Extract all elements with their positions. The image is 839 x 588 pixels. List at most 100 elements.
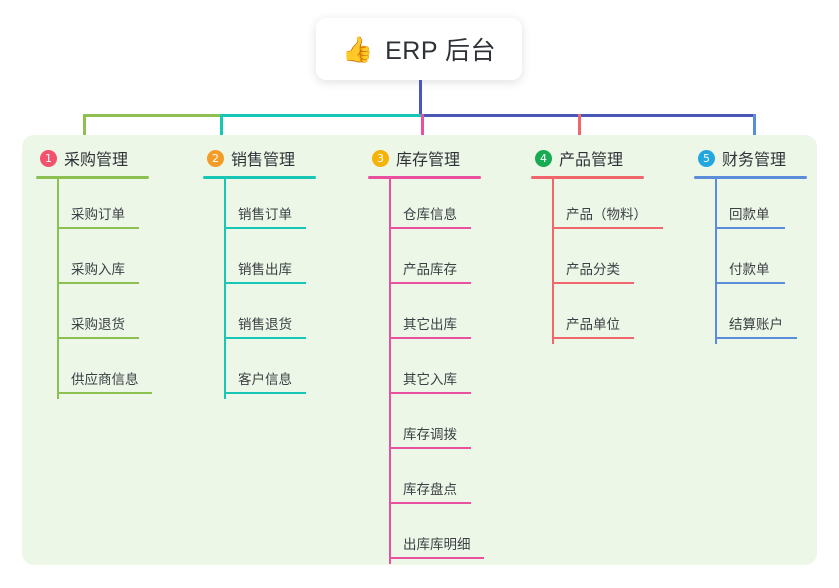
menu-item-rule bbox=[389, 227, 471, 229]
column-spine bbox=[224, 179, 226, 399]
column-2: 2 销售管理销售订单销售出库销售退货客户信息 bbox=[203, 146, 316, 399]
menu-item[interactable]: 结算账户 bbox=[715, 289, 807, 344]
menu-item[interactable]: 产品（物料） bbox=[552, 179, 663, 234]
menu-item-rule bbox=[389, 337, 471, 339]
column-title: 库存管理 bbox=[396, 152, 461, 169]
menu-item-rule bbox=[552, 227, 663, 229]
menu-item-rule bbox=[389, 557, 484, 559]
column-spine bbox=[552, 179, 554, 344]
menu-item-label: 库存调拨 bbox=[403, 427, 457, 442]
root-title: ERP 后台 bbox=[385, 37, 497, 65]
trunk-line bbox=[419, 80, 422, 116]
menu-item-label: 产品单位 bbox=[566, 317, 620, 332]
menu-item-rule bbox=[552, 282, 634, 284]
menu-item-label: 其它入库 bbox=[403, 372, 457, 387]
menu-item[interactable]: 回款单 bbox=[715, 179, 807, 234]
modules-panel bbox=[22, 135, 817, 565]
menu-item-label: 销售出库 bbox=[238, 262, 292, 277]
menu-item-label: 回款单 bbox=[729, 207, 770, 222]
menu-item-rule bbox=[715, 337, 797, 339]
column-header-rule bbox=[203, 176, 316, 179]
column-items: 回款单付款单结算账户 bbox=[694, 179, 807, 344]
menu-item[interactable]: 库存盘点 bbox=[389, 454, 481, 509]
menu-item[interactable]: 其它入库 bbox=[389, 344, 481, 399]
number-badge: 1 bbox=[40, 149, 57, 167]
menu-item-rule bbox=[552, 337, 634, 339]
menu-item-rule bbox=[224, 282, 306, 284]
column-items: 采购订单采购入库采购退货供应商信息 bbox=[36, 179, 152, 399]
column-title: 财务管理 bbox=[722, 152, 787, 169]
menu-item[interactable]: 产品分类 bbox=[552, 234, 644, 289]
column-header-rule bbox=[694, 176, 807, 179]
menu-item-label: 产品库存 bbox=[403, 262, 457, 277]
column-header-2[interactable]: 2 销售管理 bbox=[203, 146, 316, 170]
menu-item-rule bbox=[57, 337, 139, 339]
menu-item[interactable]: 采购入库 bbox=[57, 234, 149, 289]
column-3: 3 库存管理仓库信息产品库存其它出库其它入库库存调拨库存盘点出库库明细 bbox=[368, 146, 484, 564]
menu-item[interactable]: 供应商信息 bbox=[57, 344, 152, 399]
column-header-rule bbox=[36, 176, 149, 179]
column-title: 销售管理 bbox=[231, 152, 296, 169]
column-spine bbox=[715, 179, 717, 344]
menu-item[interactable]: 采购订单 bbox=[57, 179, 149, 234]
menu-item-label: 仓库信息 bbox=[403, 207, 457, 222]
menu-item-rule bbox=[57, 282, 139, 284]
menu-item-label: 库存盘点 bbox=[403, 482, 457, 497]
menu-item[interactable]: 出库库明细 bbox=[389, 509, 484, 564]
menu-item[interactable]: 仓库信息 bbox=[389, 179, 481, 234]
menu-item-label: 采购订单 bbox=[71, 207, 125, 222]
menu-item[interactable]: 产品库存 bbox=[389, 234, 481, 289]
column-title: 产品管理 bbox=[559, 152, 624, 169]
menu-item-rule bbox=[389, 502, 471, 504]
menu-item-rule bbox=[224, 227, 306, 229]
menu-item-label: 其它出库 bbox=[403, 317, 457, 332]
menu-item[interactable]: 销售出库 bbox=[224, 234, 316, 289]
column-items: 产品（物料） 产品分类产品单位 bbox=[531, 179, 663, 344]
menu-item-label: 采购入库 bbox=[71, 262, 125, 277]
column-spine bbox=[389, 179, 391, 564]
menu-item-rule bbox=[715, 227, 785, 229]
menu-item[interactable]: 产品单位 bbox=[552, 289, 644, 344]
root-node[interactable]: 👍 ERP 后台 bbox=[316, 18, 522, 80]
menu-item-label: 出库库明细 bbox=[403, 537, 471, 552]
bus-teal bbox=[220, 114, 421, 117]
bus-blue bbox=[421, 114, 755, 117]
menu-item-rule bbox=[389, 447, 471, 449]
bus-green bbox=[83, 114, 220, 117]
menu-item-rule bbox=[57, 227, 139, 229]
menu-item-label: 供应商信息 bbox=[71, 372, 139, 387]
menu-item[interactable]: 库存调拨 bbox=[389, 399, 481, 454]
column-items: 销售订单销售出库销售退货客户信息 bbox=[203, 179, 316, 399]
menu-item[interactable]: 客户信息 bbox=[224, 344, 316, 399]
menu-item-rule bbox=[389, 282, 471, 284]
menu-item-label: 采购退货 bbox=[71, 317, 125, 332]
menu-item-label: 结算账户 bbox=[729, 317, 783, 332]
thumbs-up-icon: 👍 bbox=[341, 34, 374, 64]
menu-item-label: 产品（物料） bbox=[566, 207, 647, 222]
menu-item-rule bbox=[389, 392, 471, 394]
menu-item-label: 付款单 bbox=[729, 262, 770, 277]
menu-item[interactable]: 采购退货 bbox=[57, 289, 149, 344]
menu-item[interactable]: 付款单 bbox=[715, 234, 807, 289]
menu-item-rule bbox=[715, 282, 785, 284]
number-badge: 2 bbox=[207, 149, 224, 167]
column-spine bbox=[57, 179, 59, 399]
menu-item-rule bbox=[57, 392, 152, 394]
menu-item-rule bbox=[224, 392, 306, 394]
menu-item-label: 销售退货 bbox=[238, 317, 292, 332]
menu-item-label: 产品分类 bbox=[566, 262, 620, 277]
column-header-3[interactable]: 3 库存管理 bbox=[368, 146, 481, 170]
number-badge: 3 bbox=[372, 149, 389, 167]
menu-item[interactable]: 销售订单 bbox=[224, 179, 316, 234]
menu-item-label: 销售订单 bbox=[238, 207, 292, 222]
column-header-rule bbox=[368, 176, 481, 179]
menu-item[interactable]: 销售退货 bbox=[224, 289, 316, 344]
menu-item[interactable]: 其它出库 bbox=[389, 289, 481, 344]
